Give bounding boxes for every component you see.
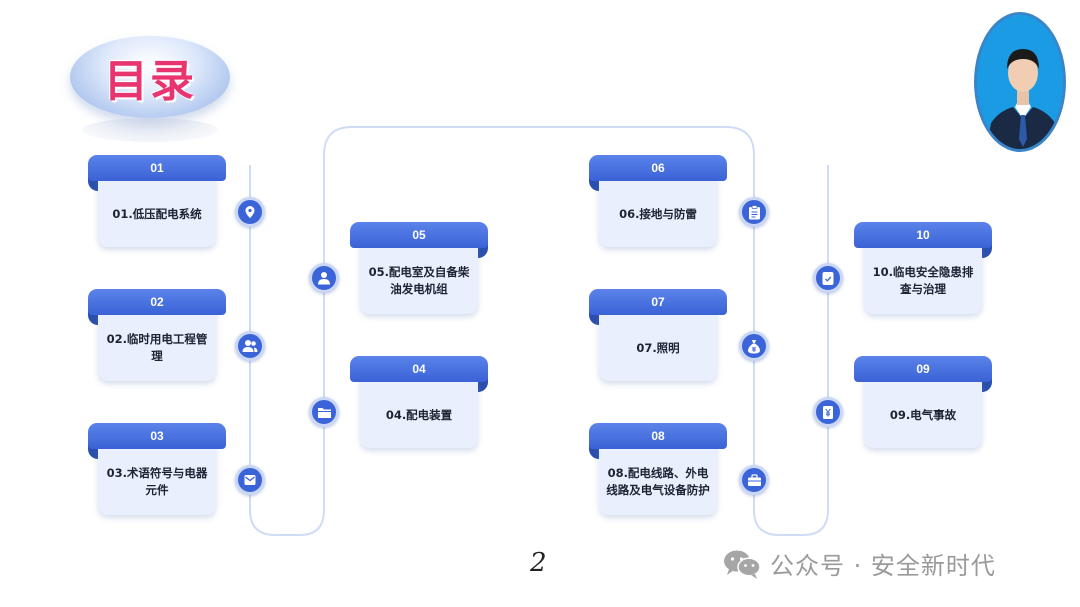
card-tab-fold	[982, 378, 992, 392]
card-label: 06.接地与防雷	[599, 169, 717, 247]
toc-card-09[interactable]: 09.电气事故 09	[854, 356, 992, 448]
card-number: 05	[350, 222, 488, 248]
toc-card-08[interactable]: 08.配电线路、外电线路及电气设备防护 08	[589, 423, 727, 515]
folder-icon[interactable]	[309, 397, 339, 427]
card-label: 09.电气事故	[864, 370, 982, 448]
toc-card-06[interactable]: 06.接地与防雷 06	[589, 155, 727, 247]
title-reflection	[82, 118, 218, 142]
clipboard-icon[interactable]	[739, 197, 769, 227]
card-label: 04.配电装置	[360, 370, 478, 448]
card-tab-fold	[88, 311, 98, 325]
toc-card-10[interactable]: 10.临电安全隐患排查与治理 10	[854, 222, 992, 314]
user-icon[interactable]	[309, 263, 339, 293]
card-label: 01.低压配电系统	[98, 169, 216, 247]
watermark: 公众号 · 安全新时代	[722, 546, 996, 581]
page-title: 目录	[104, 56, 196, 107]
card-label: 10.临电安全隐患排查与治理	[864, 236, 982, 314]
card-tab-fold	[589, 445, 599, 459]
toc-card-03[interactable]: 03.术语符号与电器元件 03	[88, 423, 226, 515]
users-icon[interactable]	[235, 331, 265, 361]
card-tab-fold	[88, 445, 98, 459]
watermark-text: 公众号 · 安全新时代	[770, 552, 996, 580]
card-number: 04	[350, 356, 488, 382]
mail-icon[interactable]	[235, 465, 265, 495]
card-number: 08	[589, 423, 727, 449]
title-badge: 目录	[70, 36, 230, 118]
card-label: 02.临时用电工程管理	[98, 303, 216, 381]
card-label: 07.照明	[599, 303, 717, 381]
card-number: 07	[589, 289, 727, 315]
card-number: 09	[854, 356, 992, 382]
toc-card-04[interactable]: 04.配电装置 04	[350, 356, 488, 448]
card-number: 06	[589, 155, 727, 181]
card-label: 08.配电线路、外电线路及电气设备防护	[599, 437, 717, 515]
card-tab-fold	[982, 244, 992, 258]
card-label: 05.配电室及自备柴油发电机组	[360, 236, 478, 314]
shield-card-icon[interactable]	[813, 263, 843, 293]
card-label: 03.术语符号与电器元件	[98, 437, 216, 515]
page-number: 2	[530, 548, 547, 578]
card-tab-fold	[478, 244, 488, 258]
card-tab-fold	[589, 177, 599, 191]
card-number: 02	[88, 289, 226, 315]
location-icon[interactable]	[235, 197, 265, 227]
toc-card-01[interactable]: 01.低压配电系统 01	[88, 155, 226, 247]
card-tab-fold	[88, 177, 98, 191]
money-bag-icon[interactable]	[739, 331, 769, 361]
portrait-photo	[974, 12, 1066, 152]
toc-card-07[interactable]: 07.照明 07	[589, 289, 727, 381]
card-number: 10	[854, 222, 992, 248]
briefcase-icon[interactable]	[739, 465, 769, 495]
yen-card-icon[interactable]	[813, 397, 843, 427]
card-number: 01	[88, 155, 226, 181]
card-tab-fold	[589, 311, 599, 325]
wechat-icon	[724, 550, 761, 579]
toc-card-02[interactable]: 02.临时用电工程管理 02	[88, 289, 226, 381]
card-number: 03	[88, 423, 226, 449]
toc-card-05[interactable]: 05.配电室及自备柴油发电机组 05	[350, 222, 488, 314]
card-tab-fold	[478, 378, 488, 392]
